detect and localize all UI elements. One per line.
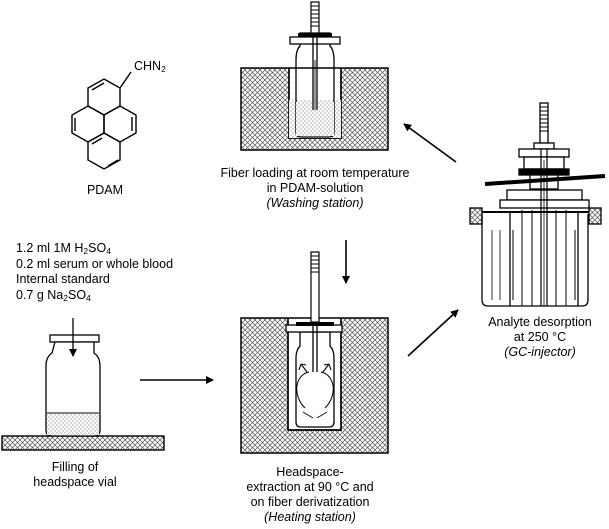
heating-caption: Headspace- extraction at 90 °C and on fi… — [246, 465, 374, 524]
reagent-list: 1.2 ml 1M H2SO4 0.2 ml serum or whole bl… — [16, 241, 173, 303]
desorption-caption: Analyte desorption at 250 °C (GC-injecto… — [488, 315, 592, 359]
reagent-item: Internal standard — [16, 272, 110, 286]
pdam-structure — [71, 71, 137, 170]
washing-caption: Fiber loading at room temperature in PDA… — [220, 166, 410, 210]
filling-caption: Filling of headspace vial — [33, 460, 117, 489]
reagent-item: 1.2 ml 1M H2SO4 — [16, 241, 111, 256]
heating-station — [240, 251, 389, 454]
pdam-substituent: CHN2 — [134, 59, 166, 74]
washing-station — [240, 1, 389, 151]
pdam-label: PDAM — [86, 183, 124, 197]
reagent-item: 0.7 g Na2SO4 — [16, 287, 91, 303]
process-arrows — [140, 123, 459, 384]
arrow-gc-to-washing — [403, 123, 457, 163]
headspace-vial — [1, 318, 165, 451]
gc-injector — [469, 102, 606, 307]
arrow-heating-to-gc — [407, 309, 459, 357]
reagent-item: 0.2 ml serum or whole blood — [16, 256, 174, 271]
